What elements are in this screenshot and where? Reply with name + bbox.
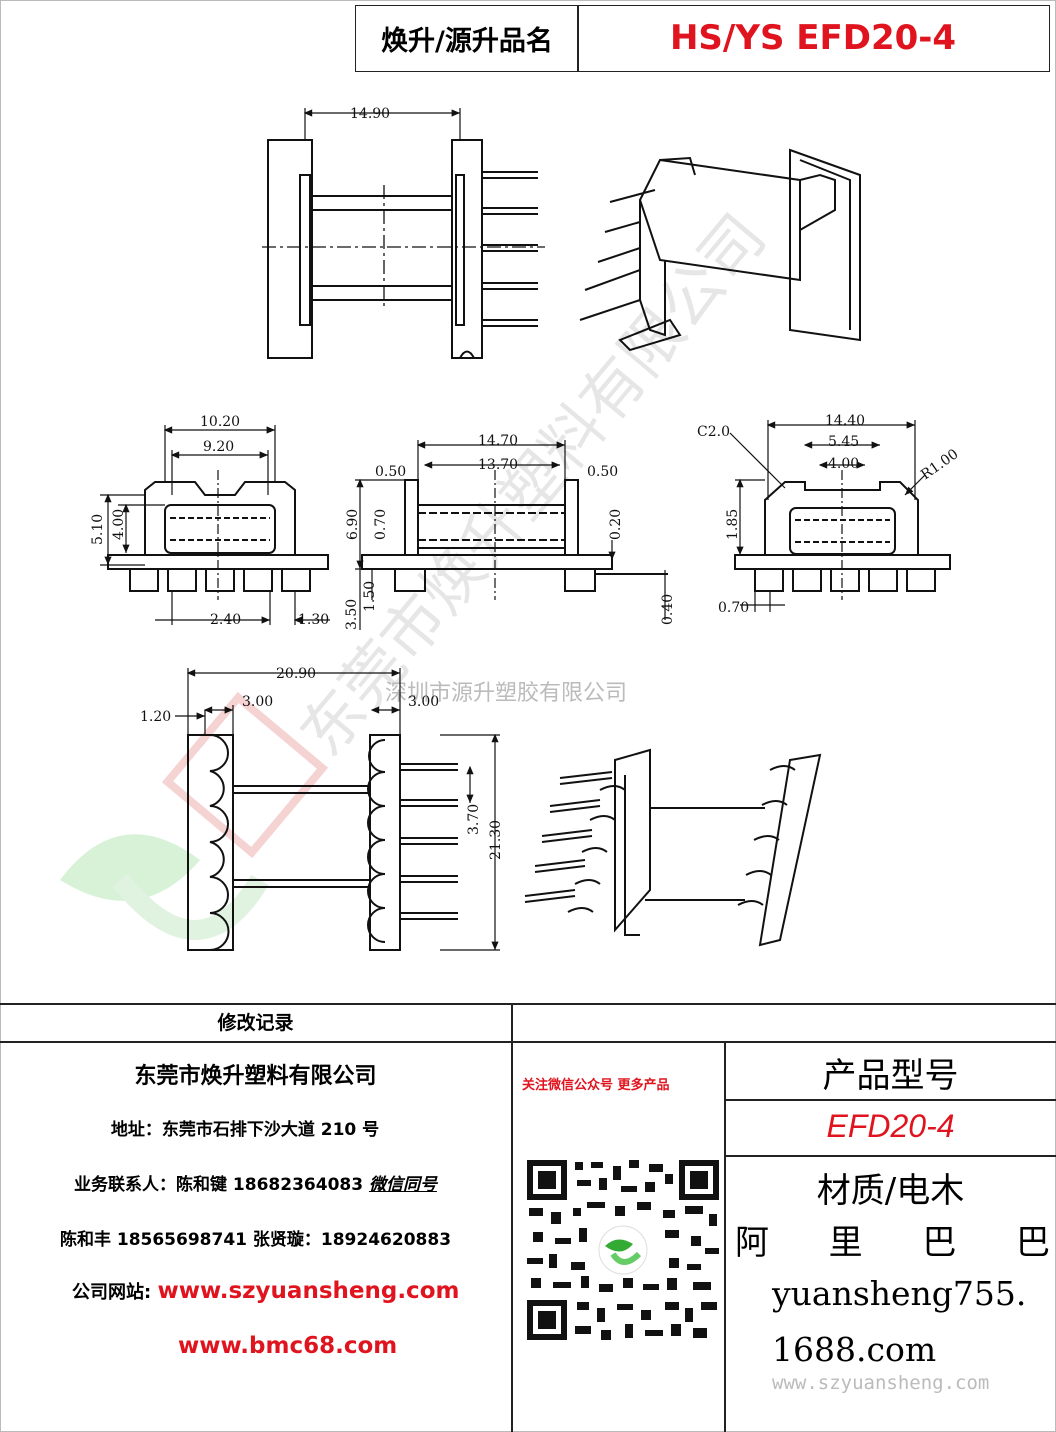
title-block [355,5,1050,72]
dim-r4: 1.85 [725,509,741,540]
top-view-bottom [175,668,500,951]
product-name-label: 焕升/源升品名 [381,25,553,57]
dim-l2: 3.00 [242,694,273,710]
footer-mid-divider [511,1003,513,1432]
qr-code[interactable] [525,1158,721,1342]
contact-line-2: 陈和丰 18565698741 张贤璇：18924620883 [59,1230,452,1250]
dim-w2: 13.70 [478,457,518,473]
footer-watermark-url: www.szyuansheng.com [772,1372,990,1394]
dim-b: 9.20 [203,439,234,455]
alibaba-row: 阿 里 巴 巴 [735,1215,1050,1264]
dim-pin-off: 1.30 [298,612,329,628]
dim-radius: R1.00 [918,446,961,483]
contact-line-1-text: 业务联系人：陈和键 18682364083 [74,1175,369,1195]
wechat-follow-note: 关注微信公众号 更多产品 [522,1078,670,1093]
dim-l1: 1.20 [140,709,171,725]
shop-url-line-2[interactable]: 1688.com [772,1330,937,1369]
dim-r2: 5.45 [828,434,859,450]
dim-lip-left: 0.50 [375,464,406,480]
footer-top-line [0,1003,1056,1005]
dim-h: 0.70 [373,509,389,540]
dim-h1: 3.70 [466,804,482,835]
logo-watermark [60,691,329,940]
side-view-center [355,440,668,630]
dim-pitch: 2.40 [210,612,241,628]
title-divider [577,5,579,72]
dim-len: 20.90 [276,666,316,682]
shop-url-line-1[interactable]: yuansheng755. [772,1274,1027,1313]
dim-f: 3.50 [344,599,360,630]
material-label: 材质/电木 [816,1171,965,1211]
revision-record-label: 修改记录 [217,1012,294,1034]
iso-view-bottom [524,748,822,947]
dim-c: 5.10 [90,514,106,545]
website-link-1[interactable]: www.szyuansheng.com [157,1278,460,1304]
dim-h2: 21.30 [488,820,504,860]
dim-w1: 14.70 [478,433,518,449]
wechat-same-label: 微信同号 [368,1175,437,1195]
alibaba-char-2: 里 [828,1223,863,1263]
dim-d: 4.00 [111,509,127,540]
dim-r3: 4.00 [828,456,859,472]
product-type-value: EFD20-4 [826,1108,955,1144]
contact-line-1: 业务联系人：陈和键 18682364083 微信同号 [0,1170,511,1195]
dim-r1: 14.40 [825,413,865,429]
dim-pin-d: 0.40 [660,594,676,625]
footer-right-h1 [724,1099,1056,1101]
alibaba-char-3: 巴 [922,1223,957,1263]
company-name: 东莞市焕升塑料有限公司 [134,1064,377,1089]
front-view-top [262,108,545,359]
dim-e: 6.90 [345,509,361,540]
dim-top-width: 14.90 [350,106,390,122]
alibaba-char-1: 阿 [735,1223,769,1263]
footer-right-h2 [724,1155,1056,1157]
product-type-label: 产品型号 [822,1056,959,1096]
website-label: 公司网站: [72,1282,158,1303]
dim-l3: 3.00 [408,694,439,710]
dim-a: 10.20 [200,414,240,430]
footer-second-line [0,1041,1056,1043]
dim-g: 1.50 [362,581,378,612]
dim-chamfer: C2.0 [697,424,730,440]
watermark-center-text: 深圳市源升塑胶有限公司 [385,681,627,706]
side-view-right [729,420,951,612]
iso-view-top [579,148,861,352]
website-link-2[interactable]: www.bmc68.com [178,1333,398,1359]
technical-drawing: 东莞市焕升塑料有限公司 14.90 [60,106,961,951]
dim-t: 0.20 [608,509,624,540]
dim-pin-w: 0.70 [718,600,749,616]
product-model-code: HS/YS EFD20-4 [669,18,957,58]
side-view-left [100,425,330,625]
footer-right-divider [724,1041,726,1432]
dim-lip-right: 0.50 [587,464,618,480]
alibaba-char-4: 巴 [1015,1223,1050,1263]
website-line-1: 公司网站: www.szyuansheng.com [72,1278,459,1304]
company-address: 地址：东莞市石排下沙大道 210 号 [110,1120,380,1140]
